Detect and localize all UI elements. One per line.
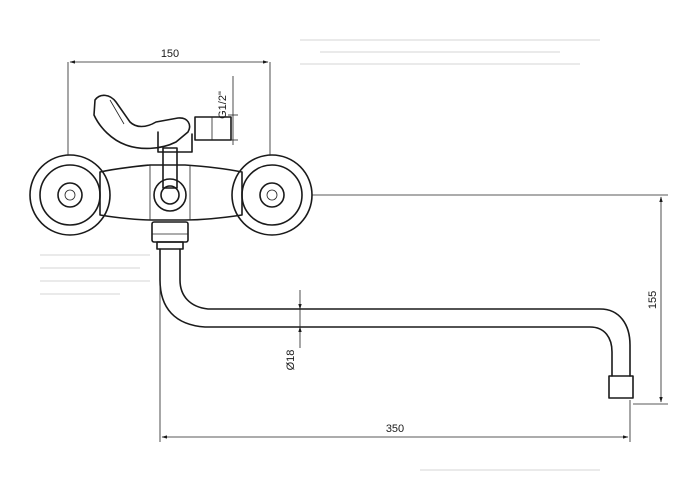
width-dimension: 150 — [67, 48, 271, 155]
spout — [159, 248, 634, 399]
height-dimension: 155 — [312, 194, 668, 405]
spout-diameter-dimension: Ø18 — [285, 290, 302, 371]
width-label: 150 — [161, 48, 179, 60]
thread-label: G1/2" — [217, 91, 229, 119]
thread-dimension: G1/2" — [217, 76, 238, 145]
spout-nut — [151, 221, 189, 250]
lever-handle — [93, 94, 232, 153]
right-mount-flange — [231, 154, 313, 236]
left-mount-flange — [29, 154, 111, 236]
height-label: 155 — [647, 291, 659, 309]
spout-length-dimension: 350 — [159, 255, 631, 442]
spout-diameter-label: Ø18 — [285, 350, 297, 371]
background-ghost-lines — [40, 39, 600, 471]
diverter — [153, 147, 187, 212]
mixer-body — [99, 164, 243, 221]
spout-length-label: 350 — [386, 423, 404, 435]
